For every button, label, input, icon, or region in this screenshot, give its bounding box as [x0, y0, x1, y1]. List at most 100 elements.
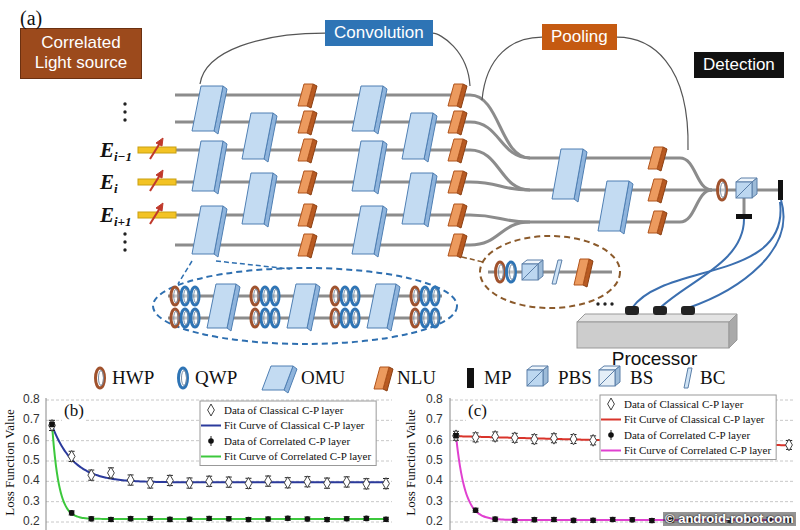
data-marker	[166, 475, 173, 487]
data-marker	[472, 431, 479, 443]
grid-line	[450, 461, 795, 462]
legend-frame	[200, 401, 376, 466]
nlu-block	[648, 211, 663, 233]
data-marker	[786, 439, 793, 451]
field-symbol: E	[100, 203, 114, 227]
data-marker	[492, 516, 498, 522]
nlu-block	[298, 234, 313, 256]
legend-text: Fit Curve of Classical C-P layer	[224, 419, 364, 432]
data-marker	[570, 433, 577, 445]
data-marker	[69, 510, 75, 516]
waveguide	[470, 150, 530, 190]
stage-title-box: Detection	[694, 52, 784, 78]
data-marker	[363, 478, 370, 490]
polarization-arrow	[156, 138, 163, 146]
hwp-plate	[254, 289, 259, 303]
qwp-plate	[184, 289, 189, 303]
nlu-block	[648, 147, 663, 169]
data-marker	[383, 478, 390, 490]
ellipsis-dot	[123, 248, 126, 251]
ellipsis-dot	[610, 302, 613, 305]
qwp-symbol	[179, 368, 188, 388]
omu-block	[287, 284, 316, 328]
qwp-plate	[184, 311, 189, 325]
nlu-block	[298, 139, 313, 161]
legend-text: MP	[484, 367, 511, 389]
tick-label: 0.3	[426, 495, 443, 509]
data-marker	[551, 517, 557, 523]
stage-title-box: Pooling	[542, 24, 617, 50]
data-marker	[245, 477, 252, 489]
data-marker	[225, 476, 232, 488]
omu-block	[242, 113, 273, 159]
hwp-plate	[721, 183, 726, 198]
data-marker	[551, 432, 558, 444]
tick-label: 0.5	[23, 454, 40, 468]
node-text: Convolution	[334, 23, 424, 43]
omu-block	[402, 113, 433, 159]
tick-label: 0.6	[426, 434, 443, 448]
data-marker	[246, 517, 252, 523]
processor-box	[577, 314, 737, 322]
field-symbol: E	[100, 170, 114, 194]
qwp-plate	[351, 309, 359, 327]
data-marker	[108, 517, 114, 523]
legend-text: BS	[630, 367, 653, 389]
qwp-plate	[271, 309, 279, 327]
qwp-plate	[271, 287, 279, 305]
qwp-plate	[261, 309, 269, 327]
hwp-plate	[334, 289, 339, 303]
legend-text: Fit Curve of Classical C-P layer	[624, 413, 764, 426]
ellipsis-dot	[123, 118, 126, 121]
qwp-plate	[341, 287, 349, 305]
processor-unit: Processor	[572, 315, 737, 373]
qwp-plate	[181, 287, 189, 305]
tick-label: 0.7	[426, 413, 443, 427]
qwp-plate	[191, 309, 199, 327]
legend-text: Data of Classical C-P layer	[224, 404, 343, 417]
qwp-plate	[434, 311, 439, 325]
data-marker	[187, 517, 193, 523]
polarization-arrow	[156, 203, 163, 211]
legend-text: Data of Correlated C-P layer	[624, 429, 750, 442]
data-marker	[305, 516, 311, 522]
pbs-cube	[736, 182, 752, 198]
polarization-arrow	[156, 170, 163, 178]
qwp-plate	[181, 309, 189, 327]
waveguide	[470, 182, 530, 190]
qwp-plate	[264, 311, 269, 325]
fit-curve-sample	[201, 456, 221, 458]
hwp-plate	[171, 309, 179, 327]
legend-samples	[96, 366, 693, 457]
tick-label: 0.6	[23, 434, 40, 448]
hwp-plate	[171, 287, 179, 305]
data-marker	[304, 476, 311, 488]
omu-block	[402, 173, 433, 224]
hwp-plate	[254, 311, 259, 325]
data-marker	[344, 516, 350, 522]
data-marker	[49, 422, 55, 428]
grid-line	[450, 501, 795, 502]
data-marker	[383, 517, 389, 523]
waveguide	[470, 222, 530, 245]
qwp-plate	[274, 289, 279, 303]
data-marker	[186, 477, 193, 489]
polarization-arrow	[150, 143, 160, 159]
nlu-block	[448, 111, 463, 133]
data-marker	[68, 450, 75, 462]
hwp-plate	[411, 287, 419, 305]
node-text: Correlated Light source	[27, 33, 135, 74]
panel-label: (c)	[466, 401, 489, 421]
pbs-cube	[538, 260, 543, 280]
ellipsis-dot	[123, 232, 126, 235]
fit-curve-sample	[201, 425, 221, 427]
omu-block	[207, 284, 236, 328]
loss-chart	[46, 398, 392, 530]
stage-bracket	[617, 37, 688, 150]
stage-bracket	[433, 33, 470, 86]
watermark: © android-robot.com	[663, 512, 796, 527]
data-marker-sample	[608, 398, 615, 410]
data-marker-sample	[208, 438, 214, 444]
nlu-symbol	[374, 367, 389, 389]
